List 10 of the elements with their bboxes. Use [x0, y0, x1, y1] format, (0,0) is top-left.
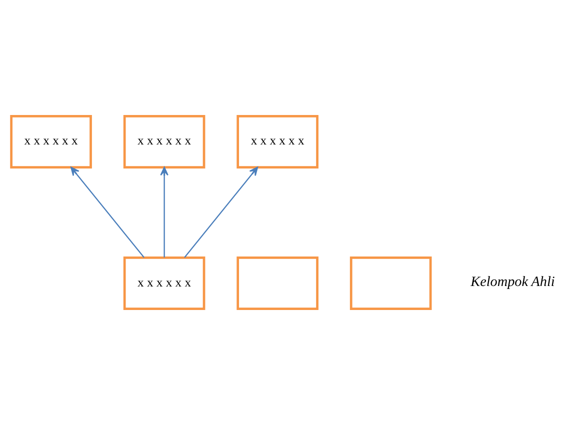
node-box — [236, 256, 318, 310]
arrow — [184, 166, 258, 258]
node-box — [350, 256, 432, 310]
label: Kelompok Ahli — [470, 273, 555, 290]
node-box: x x x x x x — [123, 114, 206, 168]
node-box: x x x x x x — [10, 114, 92, 168]
arrow — [70, 166, 144, 258]
arrow — [160, 166, 168, 257]
node-box: x x x x x x — [236, 114, 318, 168]
node-box: x x x x x x — [123, 256, 206, 310]
